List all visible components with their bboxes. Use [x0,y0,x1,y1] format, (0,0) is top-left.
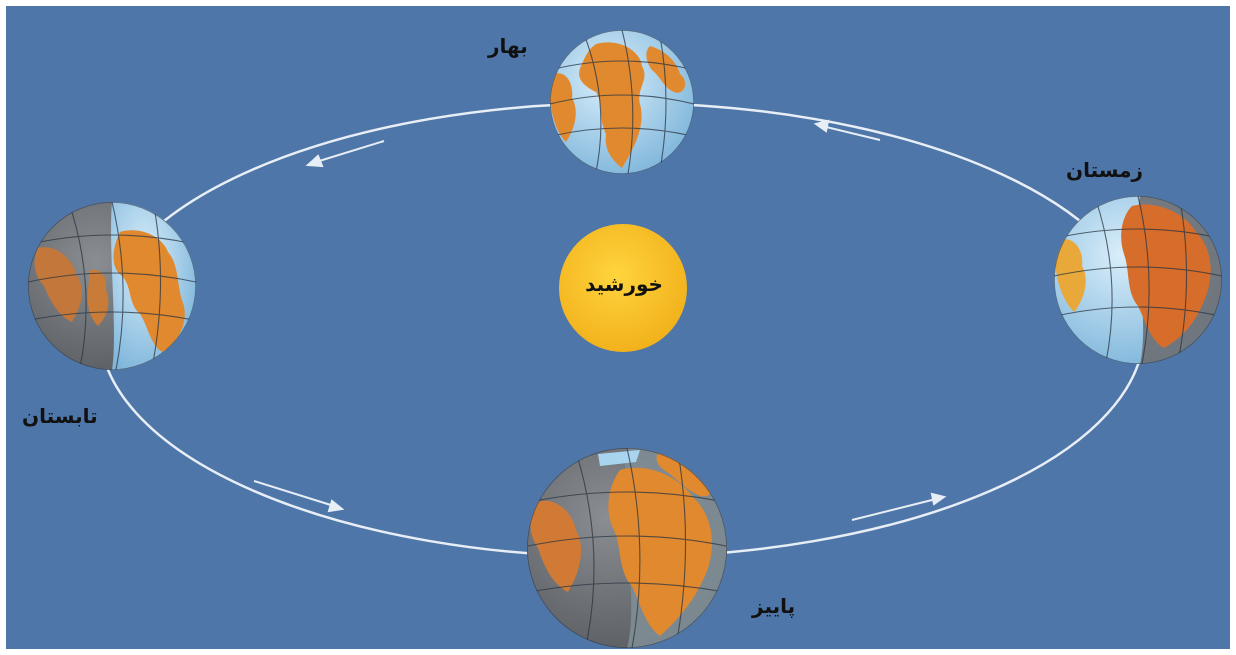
season-label-autumn: پاییز [752,594,796,618]
orbit-arrow-top-right [813,119,881,141]
orbit-arrow-bottom-right [851,492,947,521]
earth-summer [28,202,196,370]
sun [559,224,687,352]
season-label-spring: بهار [488,34,528,58]
season-label-winter: زمستان [1066,158,1143,182]
earth-autumn [527,448,727,648]
season-label-summer: تابستان [22,404,98,428]
earth-winter [1054,196,1222,364]
orbit-arrow-top-left [305,140,385,168]
sun-label: خورشید [585,272,663,296]
orbit-arrow-bottom-left [253,480,345,513]
earth-spring [550,30,694,174]
